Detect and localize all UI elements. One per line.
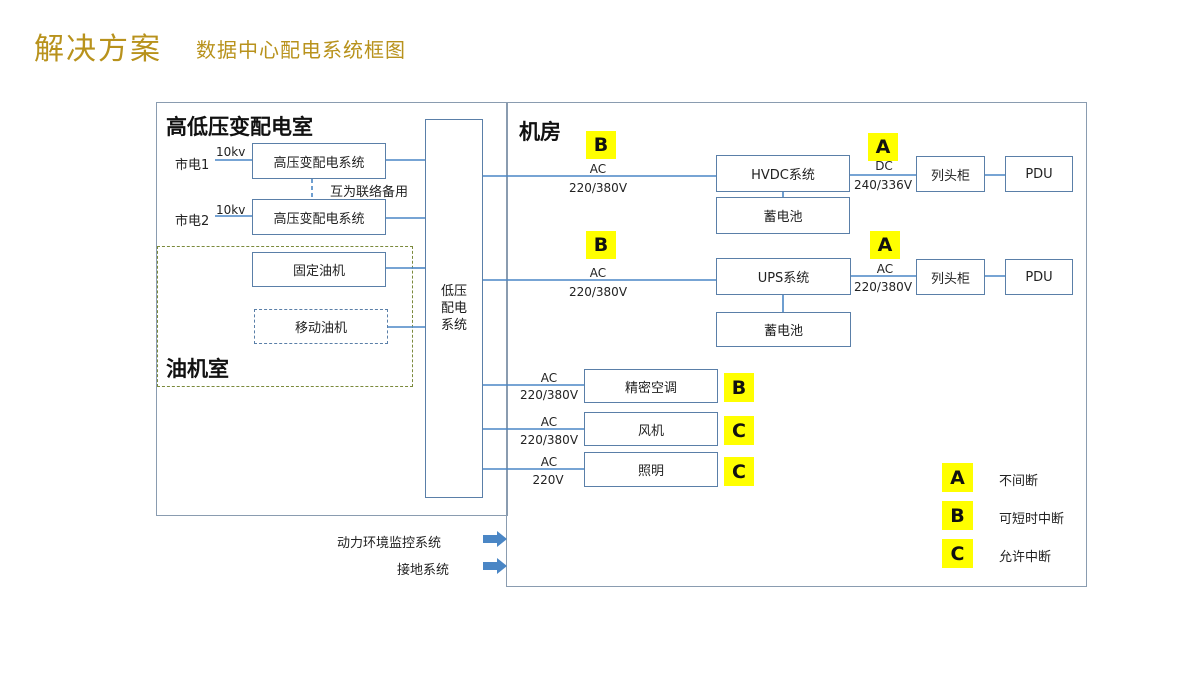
load-3-voltage: 220V (532, 473, 564, 487)
voltage-10kv-1: 10kv (216, 145, 246, 159)
ups-ac-label: AC (589, 266, 607, 280)
fixed-generator: 固定油机 (252, 252, 386, 287)
hvdc-cabinet-text: 列头柜 (930, 168, 970, 184)
legend-badge-a: A (942, 463, 973, 492)
load-3-name: 照明 (637, 464, 664, 479)
ups-battery: 蓄电池 (716, 312, 851, 347)
ups-pdu: PDU (1005, 259, 1073, 295)
page-title: 解决方案 (34, 32, 162, 67)
hvdc-system: HVDC系统 (716, 155, 850, 192)
lighting: 照明 (584, 452, 718, 487)
machine-room-label: 机房 (519, 120, 561, 144)
mobile-generator: 移动油机 (254, 309, 388, 344)
monitoring-arrow-icon (483, 531, 507, 547)
precision-air-conditioner: 精密空调 (584, 369, 718, 403)
fan: 风机 (584, 412, 718, 446)
hvdc-dc-label: DC (875, 159, 893, 173)
hvdc-pdu: PDU (1005, 156, 1073, 192)
ups-ac-out-label: AC (876, 262, 894, 276)
badge-load-3: C (724, 457, 754, 486)
machine-room-frame (506, 102, 1087, 587)
load-2-name: 风机 (637, 423, 664, 439)
badge-ups-output: A (870, 231, 900, 259)
load-1-ac-label: AC (540, 371, 558, 385)
hvdc-ac-label: AC (589, 162, 607, 176)
ups-column-cabinet: 列头柜 (916, 259, 985, 295)
badge-load-2: C (724, 416, 754, 445)
hv-room-frame (156, 102, 508, 516)
ups-cabinet-text: 列头柜 (930, 271, 970, 287)
hvdc-battery: 蓄电池 (716, 197, 850, 234)
badge-load-1: B (724, 373, 754, 402)
lv-distribution-system: 低压配电系统 (425, 119, 483, 498)
hvdc-battery-text: 蓄电池 (763, 210, 803, 225)
hv-system-1-text: 高压变配电系统 (273, 155, 365, 171)
hvdc-dc-voltage: 240/336V (853, 178, 913, 192)
monitoring-system-label: 动力环境监控系统 (337, 536, 442, 551)
grounding-arrow-icon (483, 558, 507, 574)
lv-distribution-text: 低压配电系统 (440, 284, 467, 333)
oil-room-frame (157, 246, 413, 387)
ups-pdu-text: PDU (1025, 269, 1053, 285)
hvdc-pdu-text: PDU (1025, 166, 1053, 182)
utility-1-label: 市电1 (175, 158, 210, 173)
legend-text-a: 不间断 (999, 474, 1039, 489)
grounding-system-label: 接地系统 (397, 563, 450, 578)
fixed-generator-text: 固定油机 (292, 264, 345, 279)
load-2-voltage: 220/380V (519, 433, 579, 447)
load-2-ac-label: AC (540, 415, 558, 429)
hv-distribution-system-2: 高压变配电系统 (252, 199, 386, 235)
ups-ac-out-voltage: 220/380V (853, 280, 913, 294)
ups-ac-voltage: 220/380V (568, 285, 628, 299)
hvdc-system-text: HVDC系统 (751, 168, 815, 183)
utility-2-label: 市电2 (175, 214, 210, 229)
hv-system-2-text: 高压变配电系统 (273, 211, 365, 227)
legend-badge-c: C (942, 539, 973, 568)
badge-hvdc-input: B (586, 131, 616, 159)
mobile-generator-text: 移动油机 (294, 321, 347, 336)
hvdc-column-cabinet: 列头柜 (916, 156, 985, 192)
oil-room-label: 油机室 (166, 357, 229, 381)
legend-text-b: 可短时中断 (999, 512, 1065, 527)
voltage-10kv-2: 10kv (216, 203, 246, 217)
badge-hvdc-output: A (868, 133, 898, 161)
legend-badge-b: B (942, 501, 973, 530)
hv-distribution-system-1: 高压变配电系统 (252, 143, 386, 179)
load-3-ac-label: AC (540, 455, 558, 469)
mutual-backup-label: 互为联络备用 (330, 185, 409, 200)
load-1-voltage: 220/380V (519, 388, 579, 402)
page-subtitle: 数据中心配电系统框图 (196, 38, 406, 62)
hv-room-label: 高低压变配电室 (166, 115, 313, 139)
ups-battery-text: 蓄电池 (763, 324, 803, 339)
legend-text-c: 允许中断 (999, 550, 1052, 565)
ups-system: UPS系统 (716, 258, 851, 295)
badge-ups-input: B (586, 231, 616, 259)
ups-system-text: UPS系统 (757, 271, 810, 286)
hvdc-ac-voltage: 220/380V (568, 181, 628, 195)
load-1-name: 精密空调 (624, 380, 677, 396)
